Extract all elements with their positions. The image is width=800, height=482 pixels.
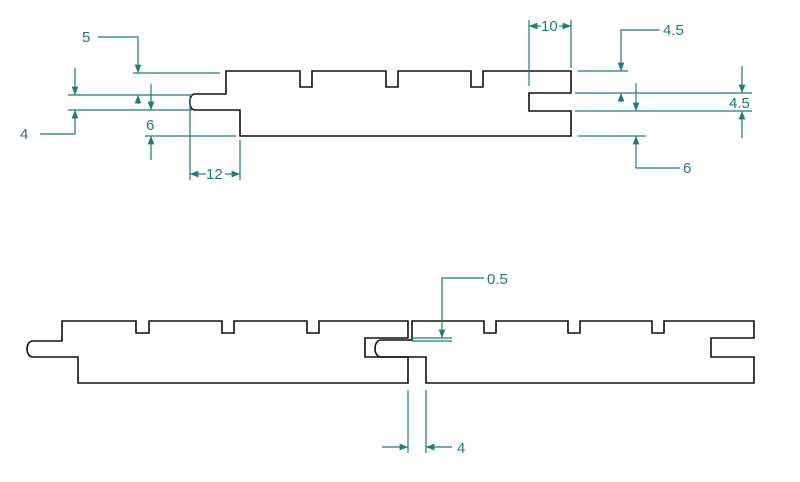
leader-line	[438, 277, 484, 338]
leader-line	[98, 36, 142, 73]
dim-label-5: 5	[82, 29, 90, 46]
dim-label-6-right: 6	[683, 160, 691, 177]
dim-label-6-left: 6	[146, 117, 154, 134]
top-board-profile	[188, 70, 572, 137]
dimension-10: 10	[528, 18, 572, 86]
dimension-4-left: 4	[20, 68, 192, 143]
leader-line	[617, 29, 660, 71]
dim-label-12: 12	[206, 166, 223, 183]
bottom-right-board-outline	[374, 320, 755, 384]
dim-label-4-5-right: 4.5	[729, 95, 750, 112]
dimension-4-gap: 4	[382, 390, 465, 457]
dimension-12: 12	[189, 96, 241, 183]
bottom-assembly	[26, 320, 755, 384]
top-board-outline	[188, 70, 572, 137]
bottom-left-board-outline	[26, 320, 409, 384]
dim-label-4-5-top: 4.5	[663, 22, 684, 39]
dim-label-4: 4	[20, 126, 28, 143]
dimension-6-right: 6	[578, 135, 691, 177]
dimension-5: 5	[82, 29, 220, 74]
leader-line	[40, 110, 79, 135]
dim-label-0-5: 0.5	[487, 271, 508, 288]
dimension-0-5: 0.5	[412, 271, 508, 342]
dim-label-4-gap: 4	[457, 440, 465, 457]
dimension-4-5-right: 4.5	[575, 66, 752, 138]
dim-label-10: 10	[541, 18, 558, 35]
dimension-4-5-top: 4.5	[578, 22, 684, 72]
leader-line	[632, 136, 680, 169]
